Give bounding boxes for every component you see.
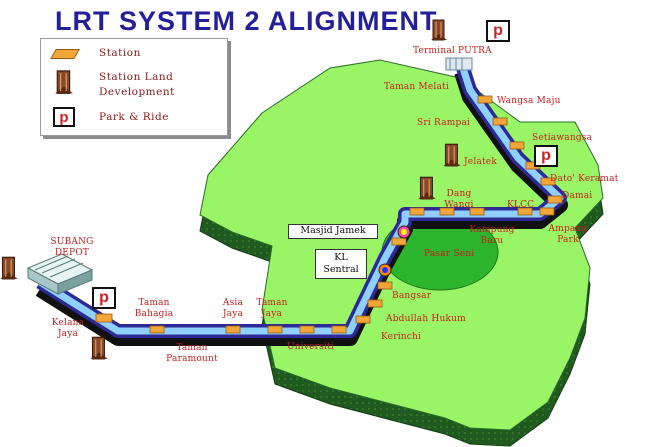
- station-label-taman-jaya: Taman Jaya: [256, 298, 288, 319]
- parking-icon: p: [534, 145, 558, 167]
- building-icon: [431, 19, 447, 41]
- station-icon: [225, 325, 241, 334]
- station-label-jelatek: Jelatek: [464, 157, 497, 167]
- station-icon: [469, 207, 485, 216]
- station-label-asia-jaya: Asia Jaya: [222, 298, 244, 319]
- station-icon: [149, 325, 165, 334]
- map-title: LRT SYSTEM 2 ALIGNMENT: [55, 6, 438, 36]
- station-icon: [50, 49, 80, 59]
- station-icon: [95, 313, 113, 323]
- station-label-kelana-jaya: Kelana Jaya: [51, 318, 85, 339]
- station-label-taman-paramount: Taman Paramount: [166, 343, 218, 364]
- station-icon: [547, 195, 563, 204]
- legend-station-label: Station: [99, 47, 141, 59]
- station-icon: [299, 325, 315, 334]
- depot-building: [26, 253, 94, 295]
- parking-icon: p: [486, 20, 510, 42]
- building-icon: [0, 256, 18, 280]
- station-label-sri-rampai: Sri Rampai: [417, 118, 471, 128]
- station-label-damai: Damai: [562, 191, 593, 201]
- station-icon: [540, 177, 556, 186]
- station-icon: [355, 315, 371, 324]
- station-label-pasar-seni: Pasar Seni: [424, 249, 475, 259]
- building-icon: [90, 336, 108, 360]
- station-label-bangsar: Bangsar: [392, 291, 432, 301]
- station-icon: [517, 207, 533, 216]
- station-label-kerinchi: Kerinchi: [381, 332, 422, 342]
- terminal-building: [445, 57, 473, 71]
- legend-park-ride-label: Park & Ride: [99, 111, 169, 123]
- station-label-taman-bahagia: Taman Bahagia: [134, 298, 174, 319]
- station-icon: [367, 299, 383, 308]
- station-label-dato-keramat: Dato' Keramat: [550, 174, 619, 184]
- building-icon: [418, 176, 436, 200]
- interchange-icon: [378, 225, 411, 277]
- station-label-universiti: Universiti: [287, 342, 334, 352]
- building-icon: [443, 143, 461, 167]
- station-label-masjid-jamek: Masjid Jamek: [288, 224, 378, 239]
- station-label-setiawangsa: Setiawangsa: [532, 133, 593, 143]
- station-label-wangsa-maju: Wangsa Maju: [497, 96, 561, 106]
- station-label-terminal-putra: Terminal PUTRA: [413, 46, 492, 56]
- station-icon: [409, 207, 425, 216]
- station-icon: [439, 207, 455, 216]
- station-icon: [509, 141, 525, 150]
- station-icon: [391, 237, 407, 246]
- station-label-kampung-baru: Kampung Baru: [469, 225, 515, 246]
- station-icon: [377, 281, 393, 290]
- parking-icon: p: [53, 107, 75, 127]
- station-label-kl-sentral: KL Sentral: [315, 249, 367, 279]
- legend-land-development-label: Station Land Development: [99, 71, 175, 98]
- parking-icon: p: [92, 287, 116, 309]
- station-icon: [477, 95, 493, 104]
- station-icon: [539, 207, 555, 216]
- station-label-dang-wangi: Dang Wangi: [444, 189, 474, 210]
- station-label-subang-depot: SUBANG DEPOT: [50, 237, 94, 258]
- station-label-abdullah-hukum: Abdullah Hukum: [386, 314, 466, 324]
- station-icon: [492, 117, 508, 126]
- legend: Station Station Land Development p Park …: [40, 38, 228, 136]
- station-label-taman-melati: Taman Melati: [384, 82, 449, 92]
- building-icon: [55, 70, 73, 94]
- station-icon: [267, 325, 283, 334]
- station-label-ampang-park: Ampang Park: [548, 224, 588, 245]
- station-label-klcc: KLCC: [507, 200, 535, 210]
- station-icon: [331, 325, 347, 334]
